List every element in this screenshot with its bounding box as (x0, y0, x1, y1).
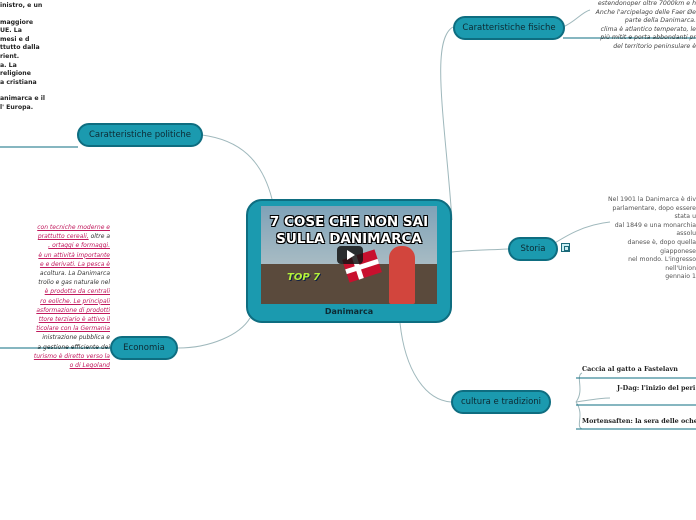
economia-line: asformazione di prodotti (0, 306, 110, 315)
economia-highlight: ticolare con la Germania (36, 325, 110, 333)
economia-segment: trolio e gas naturale nel (38, 279, 110, 287)
economia-highlight: con tecniche moderne e (37, 224, 110, 231)
economia-highlight: , ortaggi e formaggi. (48, 242, 110, 250)
economia-highlight: ro eoliche. Le principali (40, 297, 110, 305)
cultura-item-j-dag[interactable]: J-Dag: l'inizio del peri (617, 384, 696, 392)
video-thumbnail[interactable]: 7 COSE CHE NON SAI SULLA DANIMARCA TOP 7 (261, 206, 437, 304)
topic-label: cultura e tradizioni (460, 397, 542, 407)
economia-segment: inistrazione pubblica e (42, 334, 110, 342)
central-topic[interactable]: 7 COSE CHE NON SAI SULLA DANIMARCA TOP 7… (246, 199, 452, 323)
economia-line: prattutto cereali, oltre a (0, 232, 110, 241)
economia-highlight: o di Legoland (69, 362, 110, 370)
economia-highlight: ttore terziario è attivo il (38, 316, 110, 324)
economia-line: trolio e gas naturale nel (0, 278, 110, 287)
economia-line: ro eoliche. Le principali (0, 297, 110, 306)
economia-highlight: turismo è diretto verso la (33, 352, 110, 360)
economia-line: , ortaggi e formaggi. (0, 241, 110, 250)
link-cultura-1 (575, 372, 583, 403)
cultura-item-fastelavn[interactable]: Caccia al gatto a Fastelavn (582, 365, 678, 373)
topic-label: Caratteristiche politiche (88, 130, 192, 140)
video-badge: TOP 7 (287, 272, 321, 283)
topic-cultura-e-tradizioni[interactable]: cultura e tradizioni (451, 390, 551, 414)
economia-highlight: è prodotta da centrali (44, 288, 110, 296)
play-icon[interactable] (337, 246, 363, 264)
video-title: 7 COSE CHE NON SAI SULLA DANIMARCA (269, 214, 429, 247)
economia-line: acoltura. La Danimarca (0, 269, 110, 278)
fisiche-text: estendonoper oltre 7000km e h Anche l'ar… (595, 0, 696, 50)
cultura-item-mortensaften[interactable]: Mortensaften: la sera delle oche (582, 417, 696, 425)
note-icon[interactable] (561, 243, 570, 252)
economia-highlight: è un attività importante (38, 251, 110, 259)
topic-caratteristiche-fisiche[interactable]: Caratteristiche fisiche (453, 16, 565, 40)
economia-line: o di Legoland (0, 361, 110, 370)
economia-line: e e derivati. La pesca è (0, 260, 110, 269)
link-cultura (399, 322, 452, 403)
link-politiche (201, 134, 273, 200)
topic-label: Economia (123, 343, 165, 353)
economia-line: ttore terziario è attivo il (0, 315, 110, 324)
topic-caratteristiche-politiche[interactable]: Caratteristiche politiche (77, 123, 203, 147)
link-fisiche-text (562, 9, 591, 28)
economia-highlight: asformazione di prodotti (36, 306, 110, 314)
topic-label: Storia (520, 244, 546, 254)
economia-segment: a gestione efficiente dei (37, 343, 110, 351)
economia-highlight: e e derivati. La pesca è (39, 260, 110, 268)
link-fisiche (440, 26, 454, 221)
economia-line: con tecniche moderne e (0, 223, 110, 232)
topic-storia[interactable]: Storia (508, 237, 558, 261)
thumbnail-person (389, 246, 415, 304)
economia-segment: oltre a (88, 233, 110, 241)
economia-line: a gestione efficiente dei (0, 343, 110, 352)
economia-line: turismo è diretto verso la (0, 352, 110, 361)
storia-text: Nel 1901 la Danimarca è div parlamentare… (608, 196, 696, 281)
link-storia (451, 248, 509, 253)
economia-line: è prodotta da centrali (0, 287, 110, 296)
economia-line: è un attività importante (0, 251, 110, 260)
central-topic-label: Danimarca (324, 307, 374, 316)
economia-line: inistrazione pubblica e (0, 333, 110, 342)
link-economia (177, 317, 251, 349)
economia-segment: acoltura. La Danimarca (39, 270, 110, 278)
economia-line: ticolare con la Germania (0, 324, 110, 333)
topic-economia[interactable]: Economia (110, 336, 178, 360)
link-cultura-2 (575, 397, 611, 403)
politiche-text: inistro, e un maggiore UE. La mesi e d t… (0, 2, 45, 111)
economia-highlight: prattutto cereali, (37, 233, 89, 241)
topic-label: Caratteristiche fisiche (462, 23, 556, 33)
